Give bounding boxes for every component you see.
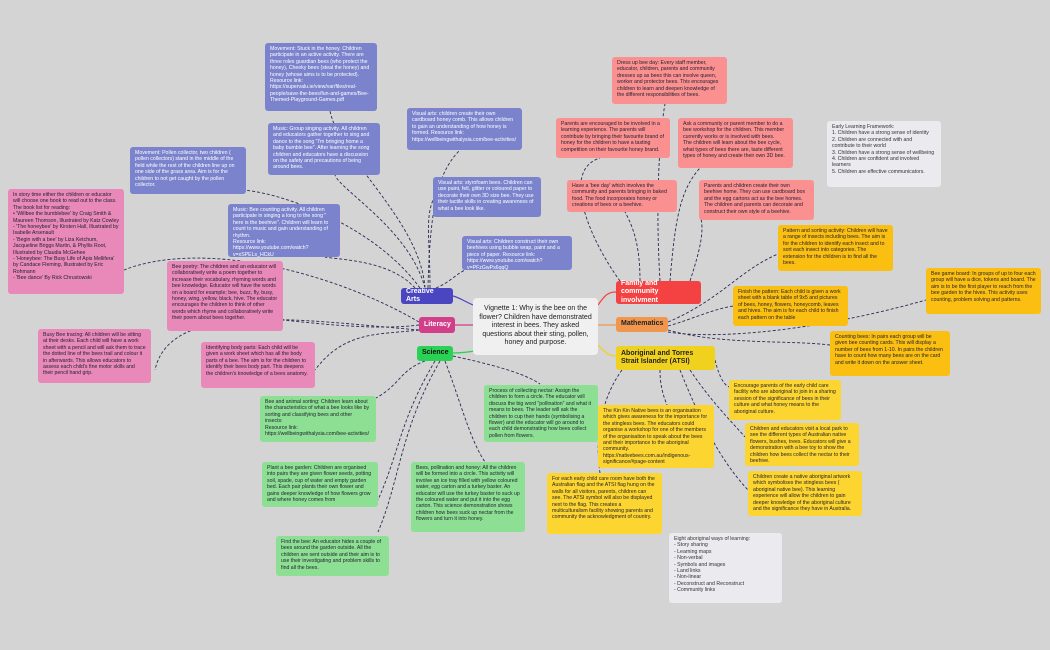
note-bee-poetry[interactable]: Bee poetry: The children and an educator…: [167, 261, 283, 331]
note-kin-kin-native-bees[interactable]: The Kin Kin Native bees is an organisati…: [598, 405, 714, 468]
note-parents-honey-tasting[interactable]: Parents are encouraged to be involved in…: [556, 118, 670, 158]
note-visual-arts-beehives[interactable]: Visual arts: Children construct their ow…: [462, 236, 572, 271]
note-counting-bees[interactable]: Counting bees: In pairs each group will …: [830, 331, 950, 376]
note-beehive-home[interactable]: Parents and children create their own be…: [699, 180, 814, 220]
note-identifying-body-parts[interactable]: Identifying body parts: Each child will …: [201, 342, 315, 388]
note-visual-arts-honeycomb[interactable]: Visual arts: children create their own c…: [407, 108, 522, 150]
central-topic[interactable]: Vignette 1: Why is the bee on the flower…: [473, 298, 598, 355]
branch-creative-arts: [452, 295, 474, 306]
branch-family: [597, 291, 617, 306]
branch-atsi: [597, 344, 617, 357]
note-movement-stuck-in-honey[interactable]: Movement: Stuck in the honey. Children p…: [265, 43, 377, 111]
note-bees-pollination-honey[interactable]: Bees, pollination and honey: All the chi…: [411, 462, 525, 532]
topic-family-community[interactable]: Family and community involvment: [616, 280, 701, 304]
topic-science[interactable]: Science: [417, 346, 453, 361]
note-music-bee-counting[interactable]: Music: Bee counting activity. All childr…: [228, 204, 340, 258]
note-dress-up-bee-day[interactable]: Dress up bee day: Every staff member, ed…: [612, 57, 727, 104]
topic-mathematics[interactable]: Mathematics: [616, 317, 668, 332]
note-flags-acknowledgment[interactable]: For each early child care room have both…: [547, 473, 662, 534]
note-bee-game-board[interactable]: Bee game board: In groups of up to four …: [926, 268, 1041, 314]
note-bee-day[interactable]: Have a 'bee day' which involves the comm…: [567, 180, 677, 212]
note-aboriginal-artwork[interactable]: Children create a native aboriginal artw…: [748, 471, 862, 516]
note-busy-bee-tracing[interactable]: Busy Bee tracing: All children will be s…: [38, 329, 151, 383]
note-movement-pollen-collector[interactable]: Movement: Pollen collector, two children…: [130, 147, 246, 194]
topic-literacy[interactable]: Literacy: [419, 317, 455, 333]
note-eight-ways-of-learning[interactable]: Eight aboriginal ways of learning: - Sto…: [669, 533, 782, 603]
note-bee-animal-sorting[interactable]: Bee and animal sorting: Children learn a…: [260, 396, 376, 442]
note-aboriginal-parents-sharing[interactable]: Encourage parents of the early child car…: [729, 380, 841, 420]
topic-creative-arts[interactable]: Creative Arts: [401, 288, 453, 304]
note-plant-bee-garden[interactable]: Plant a bee garden: Children are organis…: [262, 462, 378, 507]
note-collecting-nectar[interactable]: Process of collecting nectar: Assign the…: [484, 385, 598, 442]
note-visual-arts-styrofoam-bees[interactable]: Visual arts: styrofoam bees. Children ca…: [433, 177, 541, 217]
note-find-the-bee[interactable]: Find the bee: An educator hides a couple…: [276, 536, 389, 576]
note-bee-workshop[interactable]: Ask a community or parent member to do a…: [678, 118, 793, 168]
note-early-learning-framework[interactable]: Early Learning Framework: 1. Children ha…: [827, 121, 941, 187]
note-local-park-visit[interactable]: Children and educators visit a local par…: [745, 423, 859, 466]
topic-atsi[interactable]: Aboriginal and Torres Strait Islander (A…: [616, 346, 715, 370]
note-pattern-sorting[interactable]: Pattern and sorting activity: Children w…: [778, 225, 893, 271]
note-story-time-books[interactable]: In story time either the children or edu…: [8, 189, 124, 294]
note-finish-the-pattern[interactable]: Finish the pattern: Each child is given …: [733, 286, 848, 326]
note-music-group-singing[interactable]: Music: Group singing activity. All child…: [268, 123, 380, 175]
